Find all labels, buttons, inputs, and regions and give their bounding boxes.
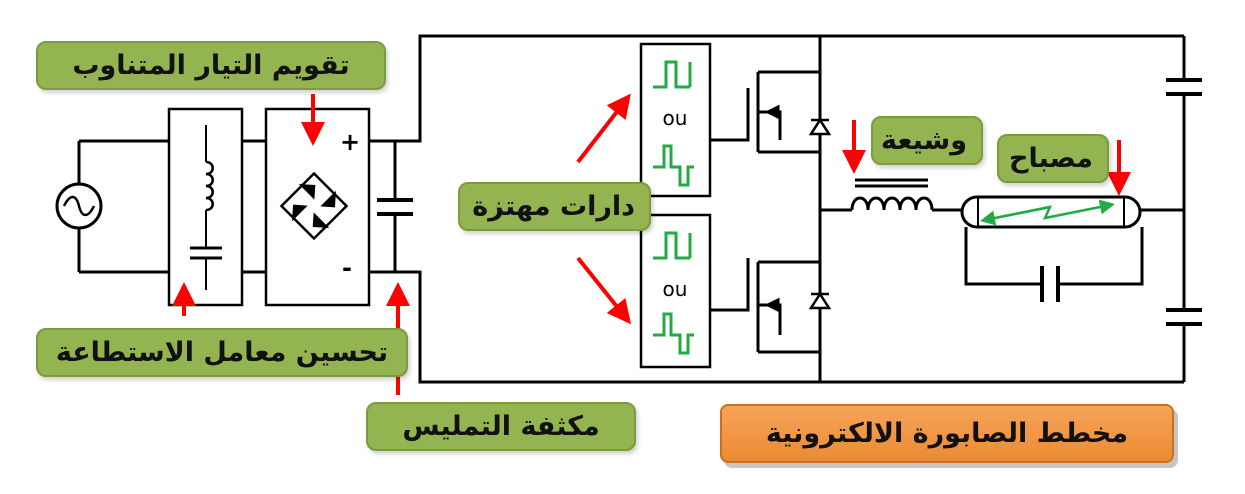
lamp-capacitor-symbol	[1040, 266, 1060, 302]
resonant-capacitors	[1166, 78, 1202, 326]
mosfet-top	[710, 70, 820, 154]
lamp-symbol	[960, 195, 1142, 229]
oscillator-top	[639, 42, 712, 198]
oscillator-bottom-or: ou	[663, 277, 688, 301]
coil-symbol	[820, 178, 962, 212]
smoothing-capacitor-symbol	[377, 198, 413, 216]
dc-bus	[369, 34, 1184, 384]
label-ac-rectifier: تقويم التيار المتناوب	[36, 41, 386, 90]
ac-source	[55, 141, 103, 272]
pfc-filter-block	[167, 107, 244, 307]
label-power-factor: تحسين معامل الاستطاعة	[36, 328, 408, 377]
label-oscillator-circuits: دارات مهتزة	[458, 182, 651, 231]
label-smoothing-capacitor: مكثفة التمليس	[366, 402, 636, 451]
mosfet-bottom	[710, 258, 820, 354]
oscillator-top-or: ou	[663, 106, 688, 130]
label-coil: وشيعة	[871, 116, 983, 165]
polarity-plus: +	[340, 128, 360, 156]
diagram-title: مخطط الصابورة الالكترونية	[720, 404, 1174, 463]
lamp-wiring	[964, 36, 1186, 382]
polarity-minus: -	[342, 254, 352, 282]
indicator-arrows	[172, 93, 1131, 395]
label-lamp: مصباح	[997, 134, 1109, 183]
oscillator-bottom	[639, 213, 712, 369]
input-wires	[79, 139, 266, 274]
